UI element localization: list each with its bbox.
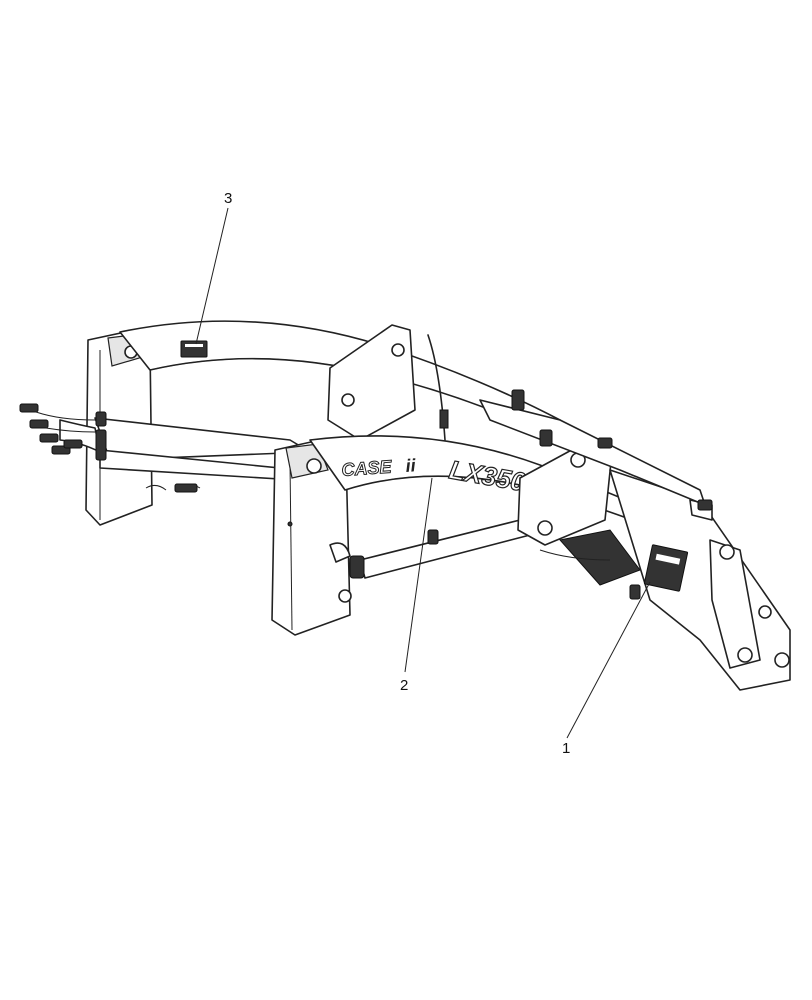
hose-coupler xyxy=(439,409,449,429)
decal-1 xyxy=(643,544,689,592)
front-mount-bracket xyxy=(271,439,352,636)
decal-brand-mark: ii xyxy=(405,455,417,476)
callout-1: 1 xyxy=(562,581,651,757)
bucket-pivot-end xyxy=(609,469,791,691)
callout-2: 2 xyxy=(400,477,433,694)
callout-1-label: 1 xyxy=(562,740,570,757)
rear-tower-plate xyxy=(327,324,416,441)
callout-3: 3 xyxy=(195,190,232,345)
decal-brand: CASE xyxy=(341,456,393,480)
callout-2-label: 2 xyxy=(400,677,408,694)
decal-3 xyxy=(180,340,208,358)
lift-cylinder xyxy=(349,519,531,579)
cross-tube-hoses xyxy=(19,403,311,493)
hose-fittings xyxy=(19,403,107,461)
rear-arm-right xyxy=(479,389,713,511)
callout-3-label: 3 xyxy=(224,190,232,207)
